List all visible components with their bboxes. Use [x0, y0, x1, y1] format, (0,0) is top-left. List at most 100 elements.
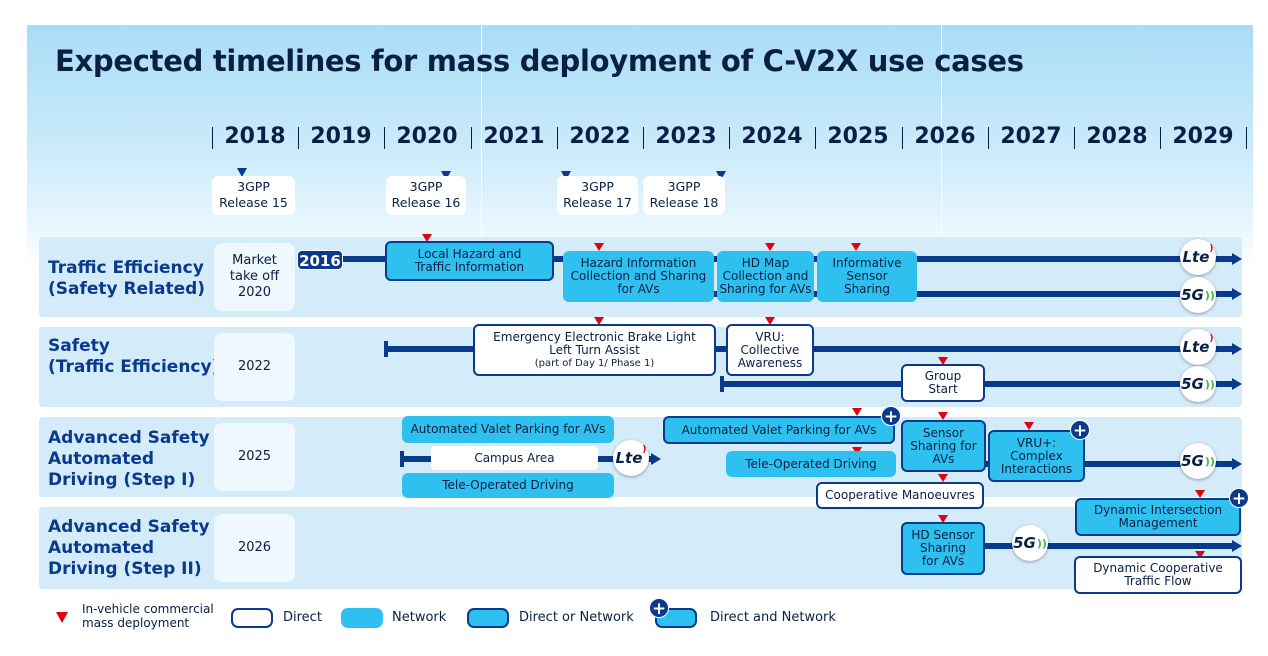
mass-deployment-marker	[938, 515, 948, 523]
timeline-arrow	[1232, 288, 1242, 300]
legend-network-swatch	[341, 608, 383, 628]
year-separator	[643, 127, 644, 149]
mass-deployment-marker	[1195, 490, 1205, 498]
release-17: 3GPP Release 17	[557, 176, 638, 215]
legend-direct-swatch	[231, 608, 273, 628]
legend-mass-deployment-icon	[56, 612, 68, 623]
plus-icon: +	[649, 598, 669, 619]
release-18: 3GPP Release 18	[643, 176, 725, 215]
year-separator	[815, 127, 816, 149]
timeline-arrow	[1232, 253, 1242, 265]
year-separator	[298, 127, 299, 149]
plus-icon: +	[1070, 420, 1090, 441]
release-marker	[561, 171, 571, 180]
year-label: 2028	[1086, 124, 1148, 149]
year-label: 2029	[1172, 124, 1234, 149]
box-sensor-sharing: Sensor Sharing for AVs	[901, 420, 986, 472]
row-year-box: 2022	[214, 333, 295, 401]
year-label: 2021	[483, 124, 545, 149]
year-label: 2018	[224, 124, 286, 149]
box-tele-operated-1: Tele-Operated Driving	[402, 473, 614, 498]
row-year-box: Market take off 2020	[214, 243, 295, 311]
mass-deployment-marker	[1195, 551, 1205, 559]
timeline-arrow	[651, 453, 661, 465]
box-eebl-text: Emergency Electronic Brake Light Left Tu…	[493, 329, 696, 357]
plus-icon: +	[1229, 488, 1249, 509]
row-year-box: 2026	[214, 514, 295, 582]
legend-direct-or-network-swatch	[467, 608, 509, 628]
start-year-tag: 2016	[297, 250, 343, 270]
year-label: 2027	[1000, 124, 1062, 149]
row-label: Advanced Safety Automated Driving (Step …	[48, 428, 210, 490]
box-hd-map: HD Map Collection and Sharing for AVs	[717, 251, 814, 302]
box-cooperative-manoeuvres: Cooperative Manoeuvres	[816, 482, 984, 509]
timeline-line-5g	[980, 461, 1233, 467]
lte-icon: Lte)	[1180, 329, 1216, 365]
mass-deployment-marker	[422, 234, 432, 242]
lte-icon: Lte)	[1180, 239, 1216, 275]
mass-deployment-marker	[938, 357, 948, 365]
5g-icon: 5G))	[1012, 525, 1048, 561]
timeline-arrow	[1232, 378, 1242, 390]
5g-icon: 5G))	[1180, 443, 1216, 479]
year-label: 2019	[310, 124, 372, 149]
legend-network-label: Network	[392, 610, 447, 625]
box-eebl: Emergency Electronic Brake Light Left Tu…	[473, 324, 716, 376]
box-hazard-information: Hazard Information Collection and Sharin…	[563, 251, 714, 302]
row-label: Traffic Efficiency (Safety Related)	[48, 258, 206, 299]
legend-direct-and-network-label: Direct and Network	[710, 610, 836, 625]
plus-icon: +	[881, 406, 901, 427]
timeline-arrow	[1232, 458, 1242, 470]
year-label: 2022	[569, 124, 631, 149]
5g-icon: 5G))	[1180, 277, 1216, 313]
timeline-arrow	[1232, 540, 1242, 552]
year-separator	[902, 127, 903, 149]
5g-icon: 5G))	[1180, 366, 1216, 402]
legend-direct-label: Direct	[283, 610, 322, 625]
year-label: 2024	[741, 124, 803, 149]
legend-mass-deployment-label: In-vehicle commercial mass deployment	[82, 602, 214, 630]
mass-deployment-marker	[594, 317, 604, 325]
year-separator	[212, 127, 213, 149]
year-separator	[1160, 127, 1161, 149]
box-informative-sensor: Informative Sensor Sharing	[817, 251, 917, 302]
box-hd-sensor-sharing: HD Sensor Sharing for AVs	[901, 522, 985, 575]
mass-deployment-marker	[852, 408, 862, 416]
year-separator	[988, 127, 989, 149]
box-eebl-note: (part of Day 1/ Phase 1)	[534, 357, 655, 369]
row-year-box: 2025	[214, 423, 295, 491]
box-dynamic-intersection: Dynamic Intersection Management	[1075, 498, 1241, 536]
mass-deployment-marker	[938, 474, 948, 482]
year-separator	[1246, 127, 1247, 149]
box-dynamic-cooperative-traffic-flow: Dynamic Cooperative Traffic Flow	[1074, 556, 1242, 594]
release-marker	[716, 171, 726, 180]
legend-direct-or-network-label: Direct or Network	[519, 610, 634, 625]
box-local-hazard: Local Hazard and Traffic Information	[385, 241, 554, 281]
year-label: 2025	[827, 124, 889, 149]
mass-deployment-marker	[765, 317, 775, 325]
release-marker	[441, 171, 451, 180]
year-label: 2023	[655, 124, 717, 149]
year-separator	[557, 127, 558, 149]
timeline-line-5g	[985, 543, 1233, 549]
year-separator	[729, 127, 730, 149]
mass-deployment-marker	[1024, 422, 1034, 430]
mass-deployment-marker	[765, 243, 775, 251]
box-campus-area: Campus Area	[431, 446, 598, 470]
box-automated-valet-2: Automated Valet Parking for AVs	[663, 416, 895, 444]
mass-deployment-marker	[594, 243, 604, 251]
box-tele-operated-2: Tele-Operated Driving	[726, 451, 896, 477]
box-vru-plus: VRU+: Complex Interactions	[988, 430, 1085, 482]
row-label: Advanced Safety Automated Driving (Step …	[48, 517, 210, 579]
lte-icon: Lte)	[613, 440, 649, 476]
box-group-start: Group Start	[901, 364, 985, 402]
year-separator	[471, 127, 472, 149]
timeline-arrow	[1232, 343, 1242, 355]
release-16: 3GPP Release 16	[386, 176, 466, 215]
year-separator	[384, 127, 385, 149]
year-label: 2026	[914, 124, 976, 149]
mass-deployment-marker	[938, 412, 948, 420]
release-marker	[237, 168, 247, 177]
row-label: Safety (Traffic Efficiency)	[48, 336, 220, 377]
